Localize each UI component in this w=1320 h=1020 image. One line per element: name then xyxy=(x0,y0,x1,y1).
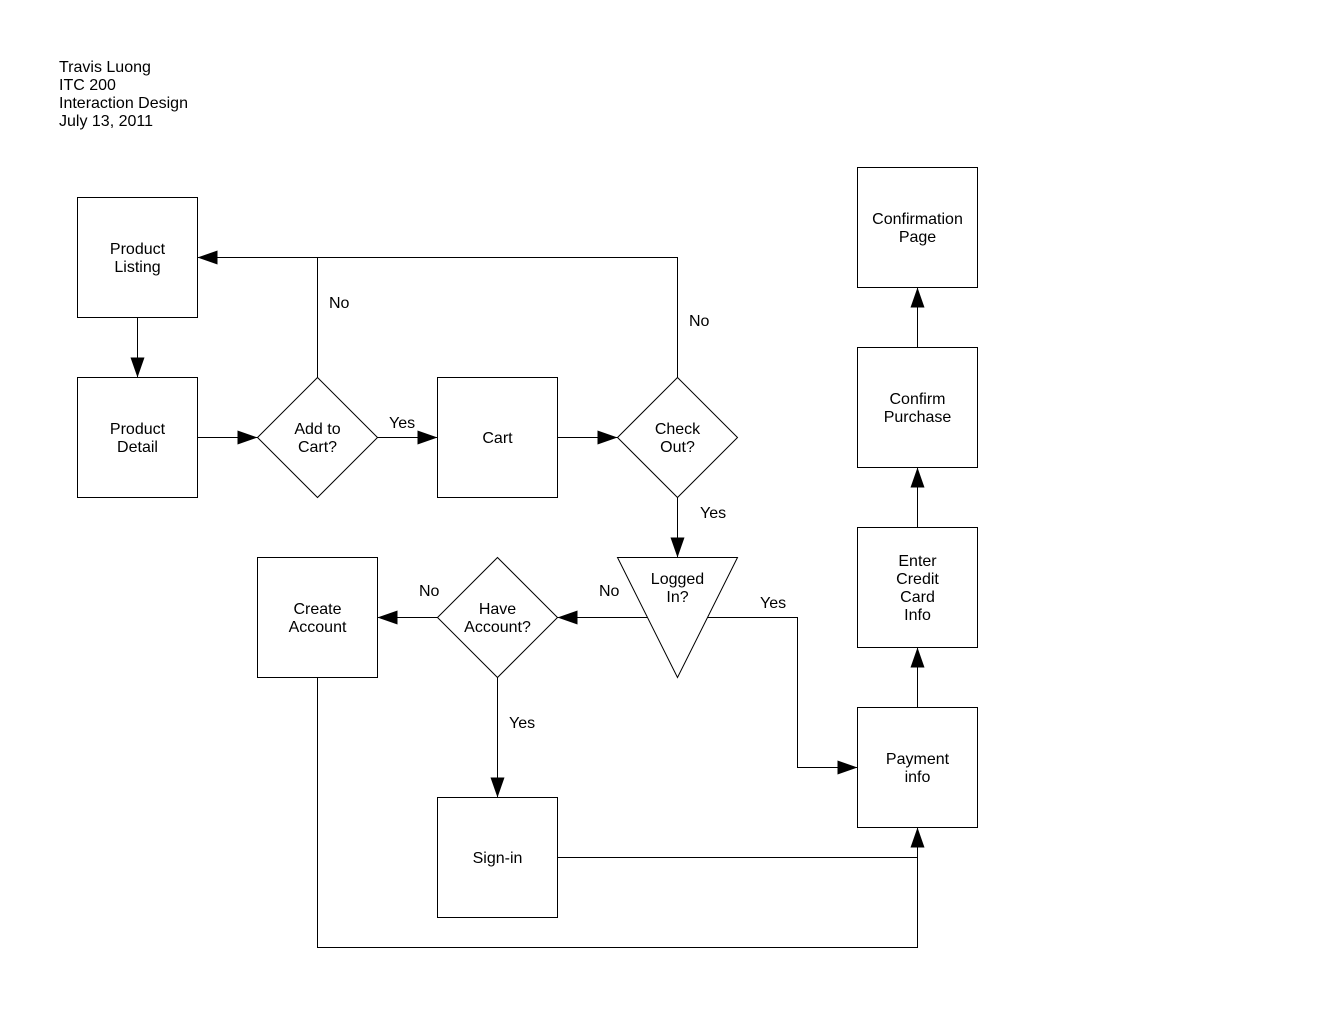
node-label-line: Detail xyxy=(117,439,158,456)
node-label-line: Product xyxy=(110,241,166,258)
label-logged-in-no: No xyxy=(599,583,620,600)
node-label-line: Card xyxy=(900,589,935,606)
node-label-line: Cart xyxy=(482,430,513,447)
node-label-line: Info xyxy=(904,607,931,624)
node-label-line: Account xyxy=(289,619,347,636)
node-label-line: Confirm xyxy=(889,391,945,408)
label-logged-in-yes: Yes xyxy=(760,595,786,612)
edge-check-out-no xyxy=(317,257,678,378)
label-check-out-yes: Yes xyxy=(700,505,726,522)
edge-labels: Yes No No Yes No Yes No Yes xyxy=(329,295,786,732)
edges xyxy=(130,250,925,948)
node-label-line: Cart? xyxy=(298,439,337,456)
node-label-line: Credit xyxy=(896,571,939,588)
node-cart: Cart xyxy=(437,377,558,498)
course-subject: Interaction Design xyxy=(59,95,188,112)
node-label-sign-in: Sign-in xyxy=(473,850,523,867)
node-label-line: Confirmation xyxy=(872,211,963,228)
node-label-line: Add to xyxy=(294,421,340,438)
header-block: Travis Luong ITC 200 Interaction Design … xyxy=(59,59,188,131)
node-label-line: Check xyxy=(655,421,701,438)
author-name: Travis Luong xyxy=(59,59,151,76)
label-have-account-yes: Yes xyxy=(509,715,535,732)
node-label-line: Out? xyxy=(660,439,695,456)
node-label-line: Payment xyxy=(886,751,950,768)
node-label-line: Create xyxy=(293,601,341,618)
edge-logged-in-yes xyxy=(707,617,858,775)
course-code: ITC 200 xyxy=(59,77,116,94)
node-label-line: Enter xyxy=(898,553,937,570)
label-check-out-no: No xyxy=(689,313,710,330)
node-label-line: Sign-in xyxy=(473,850,523,867)
node-label-line: Purchase xyxy=(884,409,952,426)
node-label-line: Product xyxy=(110,421,166,438)
node-sign-in: Sign-in xyxy=(437,797,558,918)
node-label-line: Have xyxy=(479,601,516,618)
document-date: July 13, 2011 xyxy=(59,113,153,130)
label-add-to-cart-no: No xyxy=(329,295,350,312)
node-label-cart: Cart xyxy=(482,430,513,447)
node-label-line: Logged xyxy=(651,571,704,588)
node-label-line: Account? xyxy=(464,619,531,636)
label-add-to-cart-yes: Yes xyxy=(389,415,415,432)
edge-create-account-to-payment xyxy=(317,677,925,948)
node-label-line: info xyxy=(905,769,931,786)
label-have-account-no: No xyxy=(419,583,440,600)
node-label-line: Listing xyxy=(114,259,160,276)
edge-add-to-cart-no xyxy=(197,250,318,378)
node-label-line: Page xyxy=(899,229,936,246)
node-label-line: In? xyxy=(666,589,688,606)
